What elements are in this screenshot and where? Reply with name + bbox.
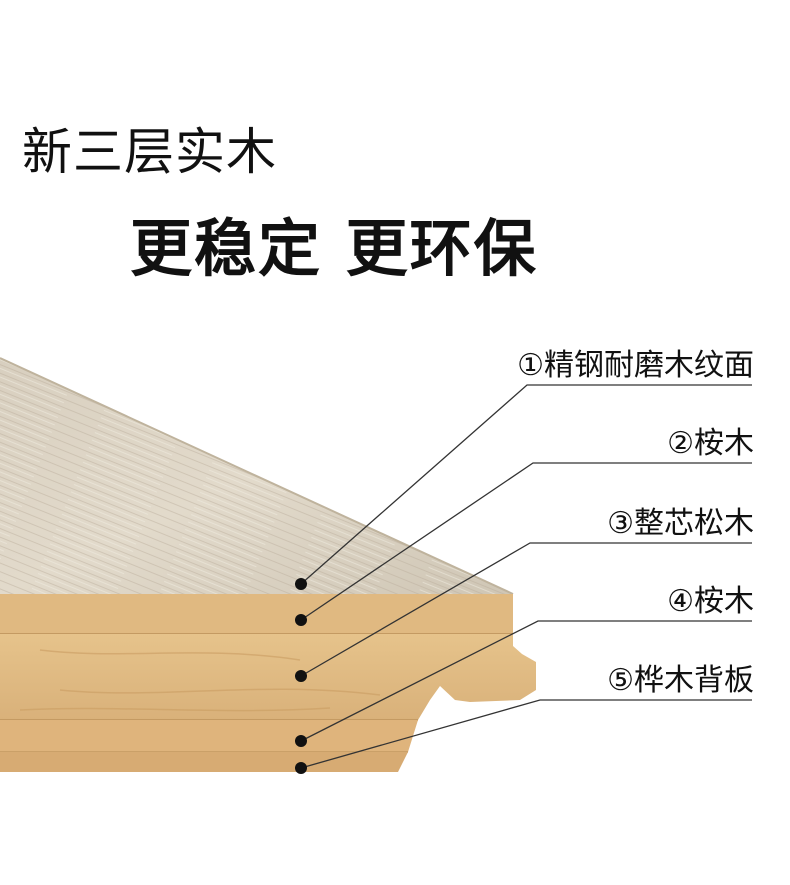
layer-eucalyptus-bottom — [0, 720, 418, 752]
callout-lines — [300, 384, 752, 769]
layer-eucalyptus-top — [0, 594, 513, 634]
callout-dot-3 — [295, 670, 307, 682]
callout-line-1 — [300, 384, 752, 585]
layer-label-eucalyptus-bottom: ④桉木 — [667, 584, 754, 619]
callout-dots — [295, 578, 307, 774]
layer-pine-core — [0, 634, 536, 720]
surface-edge — [0, 357, 514, 595]
layer-label-eucalyptus-top: ②桉木 — [667, 426, 754, 461]
headline: 更稳定 更环保 — [130, 212, 538, 285]
core-texture — [19, 649, 381, 712]
layer-label-pine-core: ③整芯松木 — [607, 506, 754, 541]
callout-dot-5 — [295, 762, 307, 774]
callout-line-4 — [300, 620, 752, 742]
layer-label-birch-back: ⑤桦木背板 — [607, 663, 754, 698]
callout-dot-4 — [295, 735, 307, 747]
section-title: 新三层实木 — [22, 123, 277, 181]
layer-label-wear-surface: ①精钢耐磨木纹面 — [517, 348, 754, 383]
callout-dot-1 — [295, 578, 307, 590]
callout-line-3 — [300, 542, 752, 677]
callout-dot-2 — [295, 614, 307, 626]
callout-line-5 — [300, 699, 752, 769]
callout-line-2 — [300, 462, 752, 621]
